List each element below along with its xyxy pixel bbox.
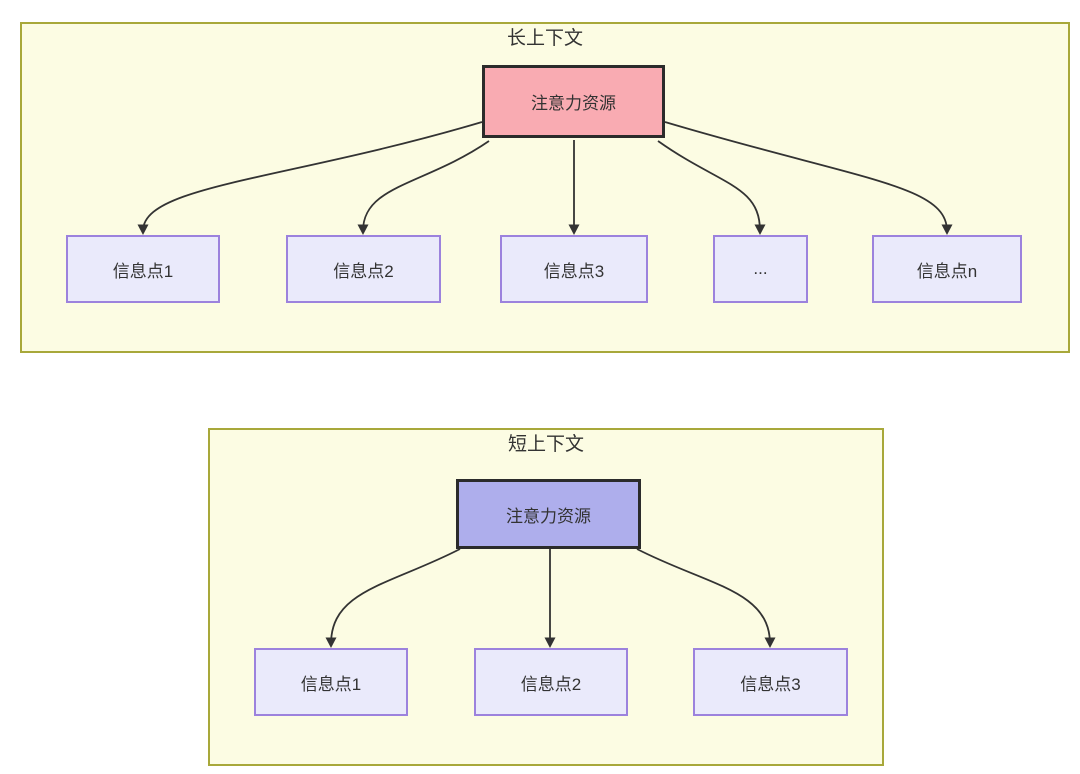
info-node-long-context-5: 信息点n (872, 235, 1022, 303)
info-node-short-context-1: 信息点1 (254, 648, 408, 716)
section-title-short-context: 短上下文 (507, 434, 585, 455)
attention-node-long-context: 注意力资源 (482, 65, 665, 138)
info-node-long-context-4: ... (713, 235, 808, 303)
attention-node-short-context: 注意力资源 (456, 479, 641, 549)
info-node-short-context-3: 信息点3 (693, 648, 848, 716)
section-title-long-context: 长上下文 (506, 28, 584, 49)
info-node-long-context-3: 信息点3 (500, 235, 648, 303)
info-node-long-context-1: 信息点1 (66, 235, 220, 303)
info-node-long-context-2: 信息点2 (286, 235, 441, 303)
info-node-short-context-2: 信息点2 (474, 648, 628, 716)
